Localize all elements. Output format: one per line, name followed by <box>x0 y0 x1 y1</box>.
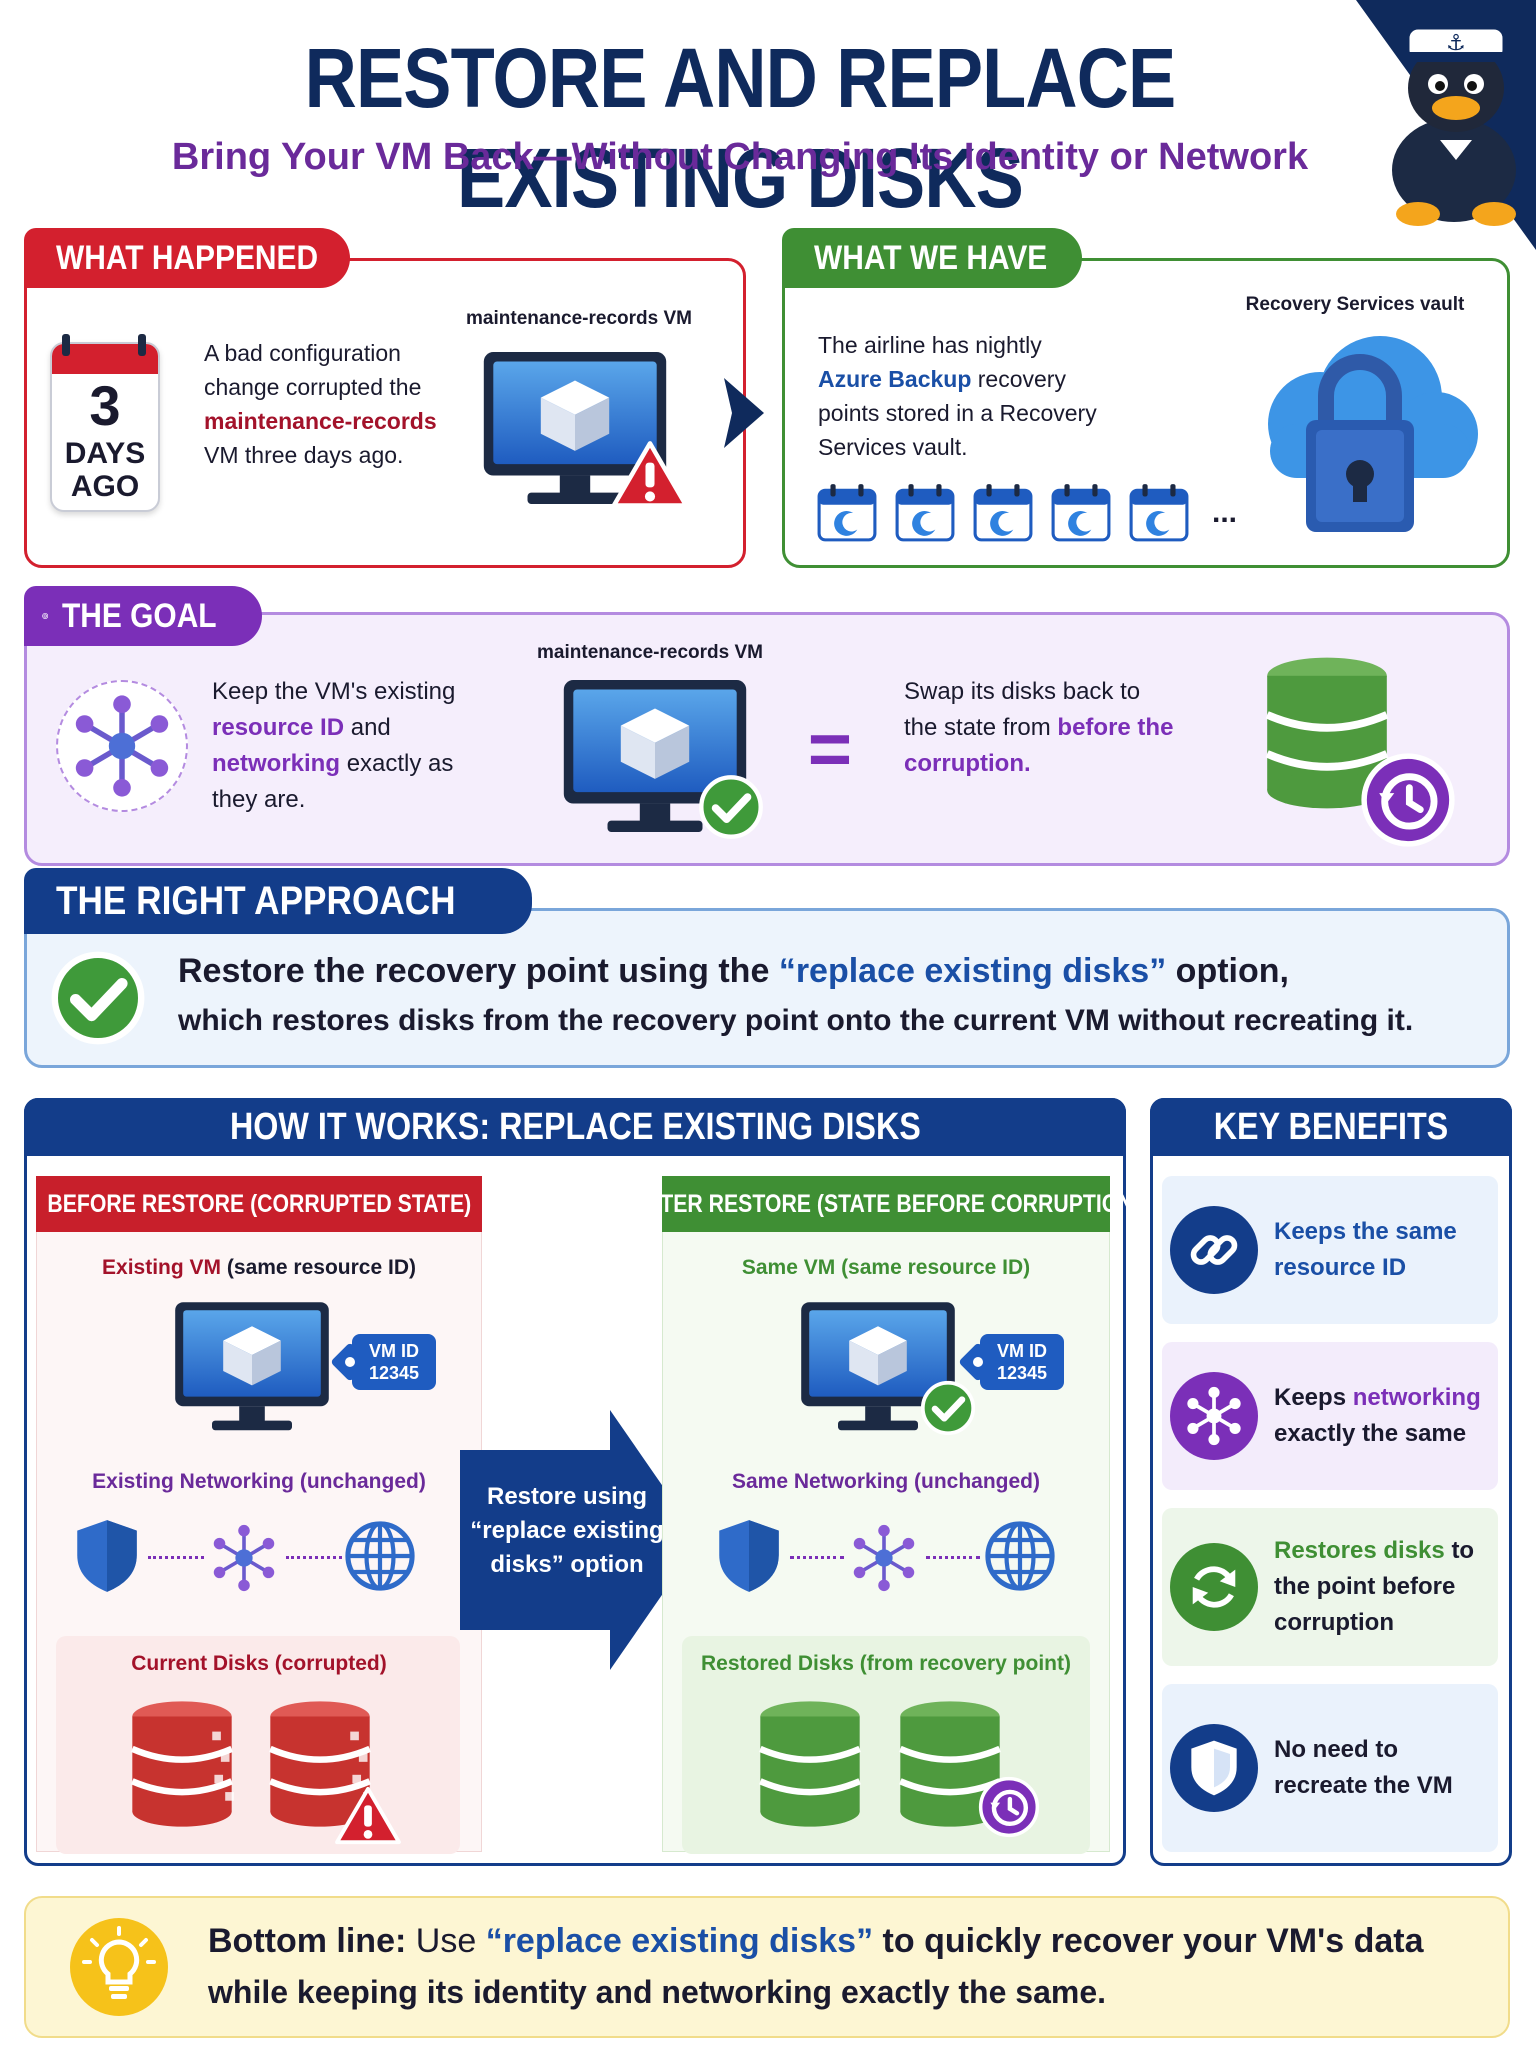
recovery-point-calendar-icon <box>894 482 956 544</box>
page-subtitle: Bring Your VM Back—Without Changing Its … <box>171 136 1309 178</box>
calendar-number: 3 <box>89 374 121 437</box>
after-head: AFTER RESTORE (STATE BEFORE CORRUPTION) <box>632 1176 1140 1232</box>
after-vm-label: Same VM (same resource ID) <box>741 1256 1031 1279</box>
restore-arrow-text: Restore using “replace existing disks” o… <box>470 1483 664 1578</box>
what-we-have-text: The airline has nightly Azure Backup rec… <box>818 332 1097 460</box>
goal-right-text: Swap its disks back to the state from be… <box>904 678 1174 777</box>
goal-vm-label: maintenance-records VM <box>537 642 763 663</box>
key-benefits-title: KEY BENEFITS <box>1150 1098 1512 1156</box>
approach-panel <box>24 908 1510 1068</box>
more-ellipsis: ... <box>1212 496 1238 529</box>
database-icon <box>128 1696 236 1832</box>
benefit-networking: Keeps networking exactly the same <box>1162 1342 1498 1490</box>
recovery-point-calendar-icon <box>972 482 1034 544</box>
recovery-point-calendar-icon <box>1128 482 1190 544</box>
recovery-points-row: ... <box>816 482 1237 544</box>
globe-icon <box>342 1518 418 1594</box>
history-icon <box>1360 752 1456 848</box>
warning-icon <box>610 440 690 510</box>
arrow-right-icon <box>724 378 764 448</box>
goal-tag: THE GOAL <box>24 586 262 646</box>
globe-icon <box>982 1518 1058 1594</box>
approach-line1: Restore the recovery point using the “re… <box>178 952 1289 990</box>
benefit-resource-id: Keeps the same resource ID <box>1162 1176 1498 1324</box>
before-disks-label: Current Disks (corrupted) <box>131 1652 387 1675</box>
network-hub-icon <box>56 680 188 812</box>
lightbulb-icon <box>70 1918 168 2016</box>
calendar-line2: AGO <box>70 470 140 503</box>
before-net-label: Existing Networking (unchanged) <box>92 1470 426 1493</box>
monitor-icon <box>172 1296 332 1438</box>
calendar-icon: 3 DAYS AGO <box>50 342 160 512</box>
goal-panel <box>24 612 1510 866</box>
shield-icon <box>1170 1724 1258 1812</box>
goal-left-text: Keep the VM's existing resource ID and n… <box>212 678 456 813</box>
network-hub-icon <box>208 1522 280 1594</box>
warning-icon <box>334 1786 402 1846</box>
shield-icon <box>714 1516 784 1596</box>
before-head: BEFORE RESTORE (CORRUPTED STATE) <box>36 1176 482 1232</box>
approach-line2: which restores disks from the recovery p… <box>178 1004 1414 1037</box>
after-disks-label: Restored Disks (from recovery point) <box>701 1652 1071 1675</box>
check-icon <box>920 1380 976 1436</box>
shield-icon <box>72 1516 142 1596</box>
check-icon <box>698 774 764 840</box>
before-vm-label: Existing VM (same resource ID) <box>102 1256 416 1279</box>
bottom-line-text-1: Bottom line: Use “replace existing disks… <box>208 1922 1424 1960</box>
benefit-restores-disks: Restores disks to the point before corru… <box>1162 1508 1498 1666</box>
page-title: RESTORE AND REPLACE EXISTING DISKS <box>304 31 1177 225</box>
mascot-duck-icon: ⚓ <box>1356 0 1536 250</box>
restore-arrow-icon <box>460 1410 700 1670</box>
what-happened-text: A bad configuration change corrupted the… <box>204 340 437 468</box>
vault-lock-icon <box>1268 336 1478 532</box>
how-it-works-title: HOW IT WORKS: REPLACE EXISTING DISKS <box>24 1098 1126 1156</box>
after-net-label: Same Networking (unchanged) <box>731 1470 1041 1493</box>
link-icon <box>1170 1206 1258 1294</box>
equals-sign: = <box>807 707 853 792</box>
svg-text:⚓: ⚓ <box>1446 31 1466 56</box>
benefit-no-recreate: No need to recreate the VM <box>1162 1684 1498 1852</box>
refresh-icon <box>1170 1543 1258 1631</box>
network-hub-icon <box>848 1522 920 1594</box>
database-icon <box>756 1696 864 1832</box>
vm-label: maintenance-records VM <box>466 308 692 329</box>
recovery-point-calendar-icon <box>1050 482 1112 544</box>
check-icon <box>50 950 146 1046</box>
history-icon <box>978 1776 1040 1838</box>
vault-label: Recovery Services vault <box>1245 294 1465 315</box>
target-icon <box>42 613 49 619</box>
network-hub-icon <box>1170 1372 1258 1460</box>
what-we-have-tag: WHAT WE HAVE <box>782 228 1082 288</box>
bottom-line-panel <box>24 1896 1510 2038</box>
what-happened-tag: WHAT HAPPENED <box>24 228 350 288</box>
bottom-line-text-2: while keeping its identity and networkin… <box>208 1974 1107 2010</box>
calendar-line1: DAYS <box>64 437 146 470</box>
recovery-point-calendar-icon <box>816 482 878 544</box>
approach-tag: THE RIGHT APPROACH <box>24 868 532 934</box>
